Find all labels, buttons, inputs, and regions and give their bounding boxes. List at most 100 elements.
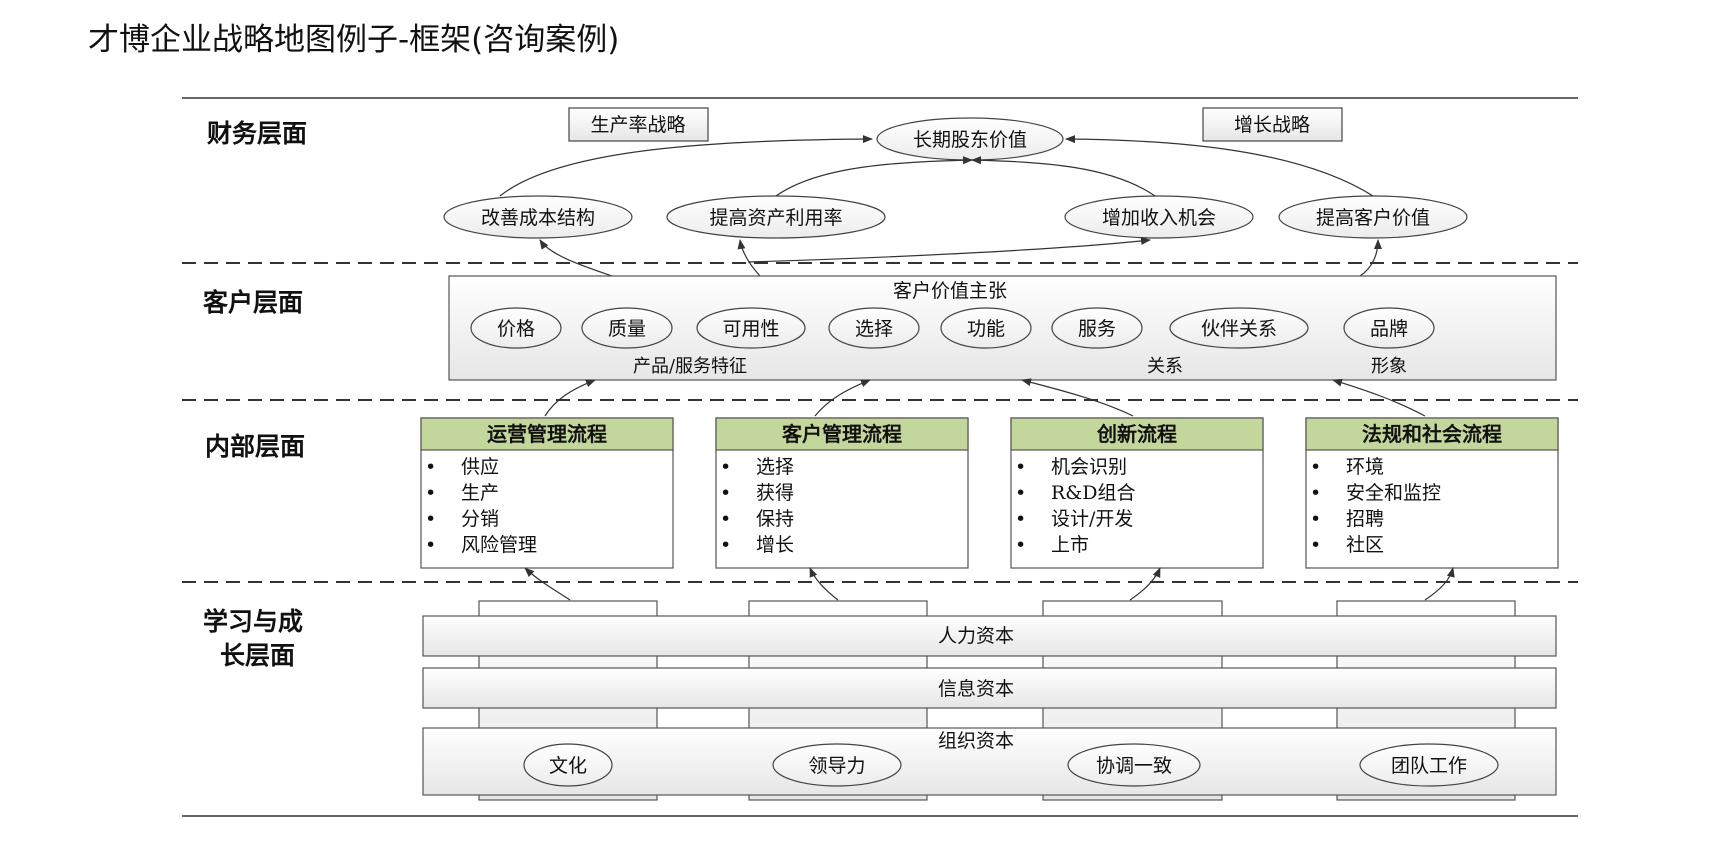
process-3-bullet-3: •: [1015, 508, 1026, 530]
arrow-revenue-to-value: [971, 156, 1156, 197]
arrow-learning-to-cust-mgmt: [809, 567, 839, 601]
process-3-bullet-4: •: [1015, 534, 1026, 556]
attribute-node-7: [1169, 307, 1309, 349]
arrow-customer-to-asset: [737, 239, 761, 277]
arrow-ops-to-customer: [544, 379, 596, 417]
attribute-node-4: [828, 307, 920, 349]
layer-label-learning-line1: 学习与成: [203, 607, 303, 636]
arrow-customer-to-revenue: [747, 237, 1151, 263]
arrow-customer-to-customer-value: [1359, 239, 1382, 277]
attribute-label-8: 品牌: [1370, 318, 1408, 340]
process-3-item-4: 上市: [1051, 534, 1089, 556]
group-label-relation: 关系: [1147, 356, 1183, 377]
process-title-3: 创新流程: [1096, 422, 1177, 446]
objective-label-4: 提高客户价值: [1316, 207, 1430, 229]
process-title-4: 法规和社会流程: [1362, 422, 1502, 446]
process-2-bullet-2: •: [720, 482, 731, 504]
process-4-item-1: 环境: [1346, 456, 1384, 478]
attribute-label-4: 选择: [855, 318, 893, 340]
process-1-bullet-4: •: [425, 534, 436, 556]
layer-label-internal: 内部层面: [205, 432, 305, 461]
process-boxes: 运营管理流程•供应•生产•分销•风险管理客户管理流程•选择•获得•保持•增长创新…: [420, 417, 1559, 569]
process-3-item-1: 机会识别: [1051, 456, 1127, 478]
group-label-image: 形象: [1371, 356, 1407, 377]
process-4-bullet-4: •: [1310, 534, 1321, 556]
org-item-node-4: [1359, 743, 1499, 787]
org-item-node-1: [523, 743, 613, 787]
layer-label-customer: 客户层面: [203, 288, 303, 317]
arrow-learning-to-regulatory: [1424, 567, 1455, 601]
arrow-customer-value-to-value: [1065, 135, 1374, 197]
objective-node-1: [443, 195, 633, 239]
process-2-bullet-1: •: [720, 456, 731, 478]
process-4-item-3: 招聘: [1346, 508, 1384, 530]
org-item-label-1: 文化: [549, 755, 587, 777]
arrow-learning-to-innovation: [1129, 567, 1161, 601]
process-1-item-3: 分销: [461, 508, 499, 530]
process-3-bullet-2: •: [1015, 482, 1026, 504]
attribute-node-8: [1343, 307, 1435, 349]
process-header-4: [1305, 417, 1559, 451]
process-4-bullet-2: •: [1310, 482, 1321, 504]
process-2-bullet-3: •: [720, 508, 731, 530]
process-1-item-2: 生产: [461, 482, 499, 504]
objective-label-1: 改善成本结构: [481, 207, 595, 229]
process-2-item-1: 选择: [756, 456, 794, 478]
productivity-strategy-box: [568, 107, 709, 142]
attribute-label-6: 服务: [1078, 318, 1116, 340]
objective-node-3: [1064, 195, 1254, 239]
layer-label-learning-line2: 长层面: [220, 641, 295, 670]
information-capital-label: 信息资本: [938, 678, 1014, 700]
org-item-label-4: 团队工作: [1391, 755, 1467, 777]
process-title-2: 客户管理流程: [781, 422, 902, 446]
attribute-label-7: 伙伴关系: [1201, 318, 1277, 340]
process-header-3: [1010, 417, 1264, 451]
process-3-item-2: R&D组合: [1051, 482, 1135, 504]
process-header-2: [715, 417, 969, 451]
org-item-label-2: 领导力: [808, 755, 865, 777]
attribute-label-3: 可用性: [722, 318, 779, 340]
process-1-bullet-1: •: [425, 456, 436, 478]
attribute-label-1: 价格: [497, 318, 535, 340]
process-2-item-4: 增长: [756, 534, 794, 556]
process-title-1: 运营管理流程: [487, 422, 607, 446]
objective-label-3: 增加收入机会: [1102, 207, 1216, 229]
arrow-asset-to-value: [775, 156, 973, 197]
group-label-product: 产品/服务特征: [633, 356, 747, 377]
arrow-regulatory-to-customer: [1332, 378, 1426, 417]
process-1-item-4: 风险管理: [461, 534, 537, 556]
arrow-cust-mgmt-to-customer: [814, 379, 871, 417]
process-4-item-2: 安全和监控: [1346, 482, 1441, 504]
process-4-item-4: 社区: [1346, 534, 1384, 556]
value-proposition-label: 客户价值主张: [893, 280, 1007, 302]
process-header-1: [420, 417, 674, 451]
attribute-node-3: [696, 307, 806, 349]
process-2-item-3: 保持: [756, 508, 794, 530]
attributes-group: 价格 质量 可用性 选择 功能 服务 伙伴关系 品牌: [470, 307, 1435, 349]
org-item-node-3: [1067, 743, 1201, 787]
layer-label-financial: 财务层面: [207, 119, 307, 148]
attribute-node-1: [470, 307, 562, 349]
attribute-label-5: 功能: [967, 318, 1005, 340]
growth-strategy-label: 增长战略: [1234, 114, 1310, 136]
attribute-node-6: [1051, 307, 1143, 349]
org-item-node-2: [772, 743, 902, 787]
attribute-node-2: [581, 307, 673, 349]
human-capital-bar: [422, 615, 1557, 657]
productivity-strategy-label: 生产率战略: [590, 114, 685, 136]
page-title: 才博企业战略地图例子-框架(咨询案例): [88, 22, 620, 58]
attribute-node-5: [940, 307, 1032, 349]
attribute-label-2: 质量: [608, 318, 646, 340]
process-4-bullet-3: •: [1310, 508, 1321, 530]
process-3-item-3: 设计/开发: [1051, 508, 1133, 530]
arrow-innovation-to-customer: [1021, 378, 1134, 417]
process-2-bullet-4: •: [720, 534, 731, 556]
growth-strategy-box: [1202, 107, 1343, 142]
arrow-learning-to-ops: [524, 567, 571, 601]
process-1-bullet-3: •: [425, 508, 436, 530]
org-item-label-3: 协调一致: [1096, 755, 1172, 777]
arrow-customer-to-cost: [539, 239, 613, 277]
shareholder-value-label: 长期股东价值: [913, 129, 1027, 151]
human-capital-label: 人力资本: [938, 625, 1014, 647]
